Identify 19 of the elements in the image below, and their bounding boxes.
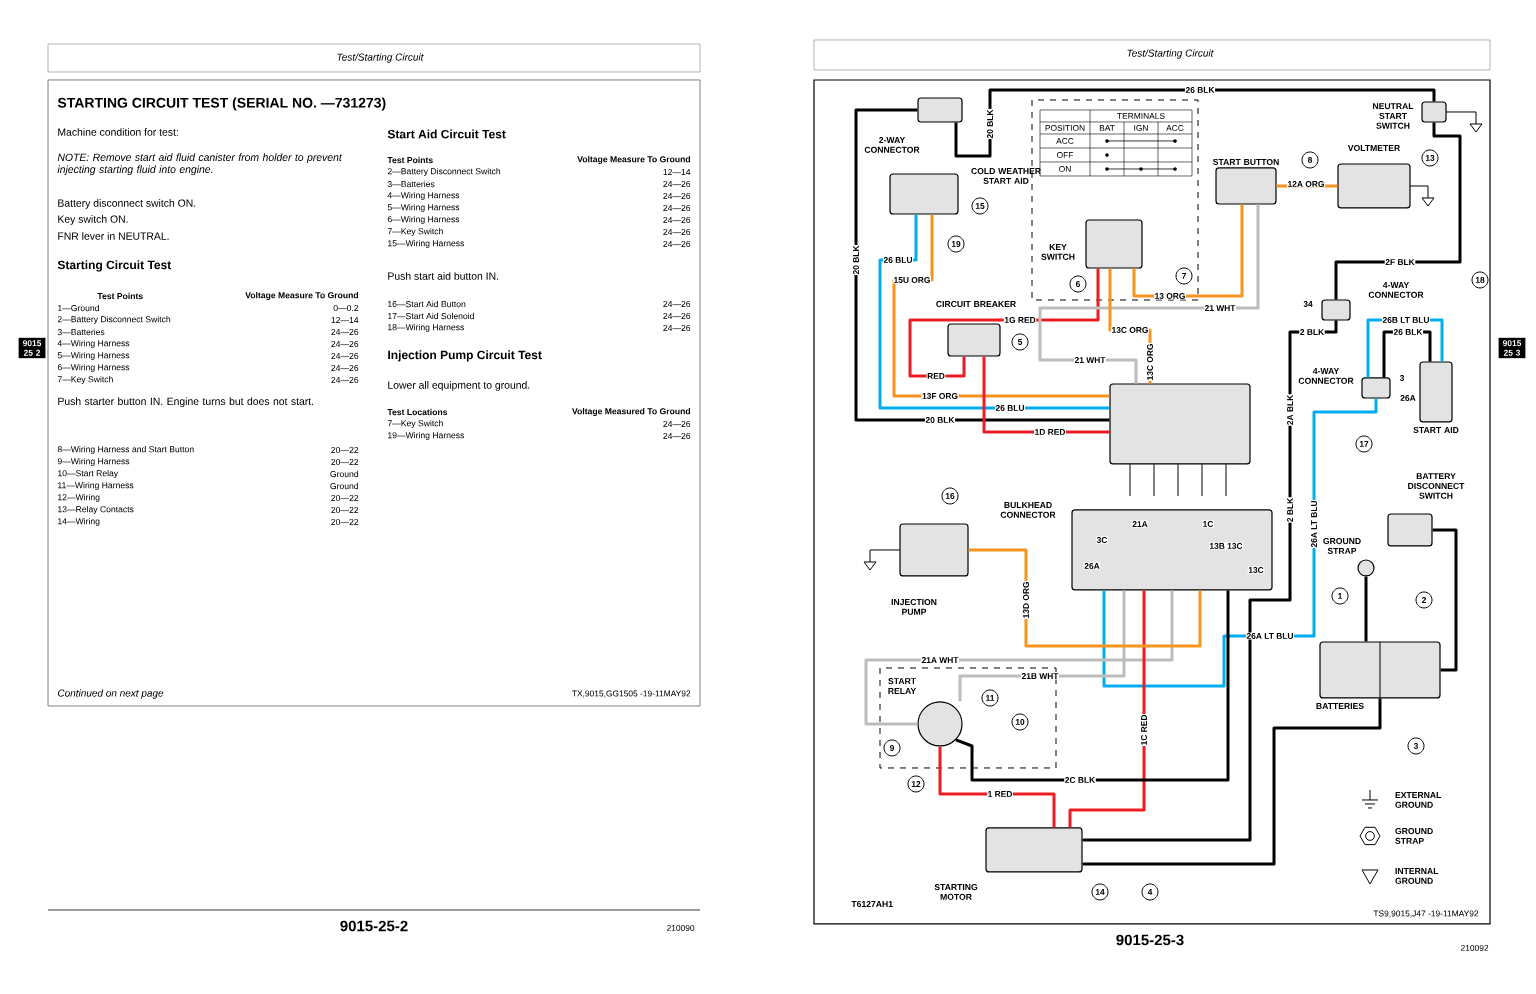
- wire: [954, 88, 1436, 158]
- wire: [958, 590, 1126, 702]
- wire: [968, 548, 1202, 648]
- wire: [1082, 320, 1338, 842]
- wire: [1038, 204, 1260, 384]
- wire: [1082, 698, 1382, 866]
- harness-plug-drawing: [1109, 383, 1251, 465]
- wire: [854, 108, 1110, 422]
- wire: [1334, 122, 1462, 300]
- wire: [864, 590, 1174, 726]
- wire: [982, 356, 1110, 434]
- wire: [938, 746, 1056, 828]
- wire: [1132, 204, 1244, 298]
- wire: [1068, 590, 1146, 828]
- wire: [1276, 184, 1338, 188]
- wire: [908, 268, 1100, 378]
- wire: [1432, 528, 1458, 672]
- wire: [1364, 576, 1368, 642]
- wire: [955, 590, 1230, 782]
